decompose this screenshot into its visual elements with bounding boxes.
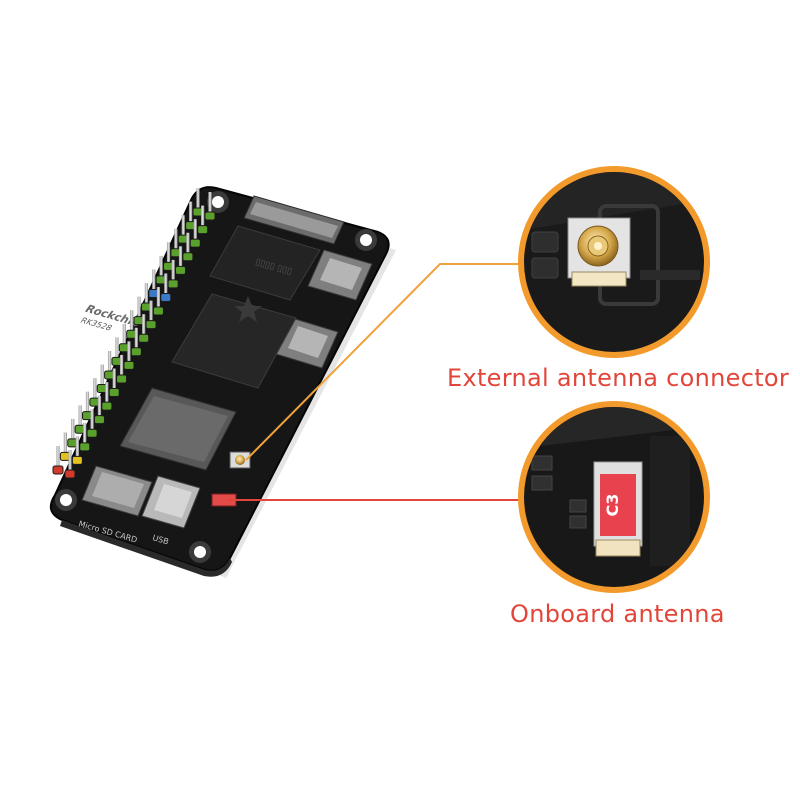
- gpio-pin-base: [138, 333, 150, 343]
- gpio-pin-base: [52, 465, 64, 475]
- gpio-pin: [93, 378, 97, 403]
- gpio-pin: [100, 364, 104, 389]
- gpio-pin: [78, 405, 82, 430]
- csi-connector: [243, 195, 345, 245]
- gpio-pin-base: [189, 238, 201, 248]
- gpio-pin-base: [167, 279, 179, 289]
- gpio-pin-base: [197, 225, 209, 235]
- external-antenna-connector-label: External antenna connector: [447, 364, 790, 392]
- gpio-pin: [75, 436, 79, 461]
- usb-c-port: [275, 249, 373, 369]
- gpio-pin-base: [71, 455, 83, 465]
- onboard-antenna-label: Onboard antenna: [510, 600, 725, 628]
- gpio-pin: [181, 215, 185, 240]
- microsd-slot: [81, 465, 153, 517]
- gpio-pin: [193, 219, 197, 244]
- chip-antenna-icon: [600, 474, 636, 536]
- mounting-hole-icon: [55, 191, 377, 563]
- gpio-pin-base: [152, 306, 164, 316]
- gpio-pin-base: [182, 252, 194, 262]
- gpio-pin: [156, 287, 161, 312]
- gpio-pin: [127, 341, 131, 366]
- gpio-pin: [159, 255, 163, 280]
- usb-port: [141, 475, 201, 529]
- gpio-pin: [71, 418, 75, 443]
- gpio-pin: [83, 422, 87, 447]
- gpio-pin: [196, 188, 200, 212]
- gpio-pin: [56, 446, 60, 470]
- board-ipex-connector: [229, 451, 251, 469]
- gpio-pin: [107, 350, 112, 375]
- gpio-pin: [119, 354, 124, 379]
- gpio-pin: [115, 337, 119, 362]
- gpio-pin-base: [108, 388, 120, 398]
- gpio-pin: [149, 300, 153, 325]
- gpio-pin: [122, 323, 126, 348]
- star-logo-icon: [234, 296, 262, 322]
- gpio-pin: [201, 205, 205, 230]
- ram-chip: ▯▯▯▯ ▯▯▯: [209, 225, 321, 301]
- gpio-pin: [134, 327, 138, 352]
- gpio-pin: [186, 232, 190, 257]
- gpio-pin: [164, 273, 168, 298]
- gpio-pin-base: [175, 265, 187, 275]
- leader-lines: [226, 263, 524, 501]
- callout-external-antenna-magnifier: [518, 166, 710, 358]
- wifi-module: [119, 387, 237, 471]
- gpio-pin: [208, 192, 212, 216]
- gpio-pin: [137, 296, 141, 321]
- gpio-pin: [166, 242, 171, 267]
- silkscreen-usb-label: USB: [151, 533, 169, 546]
- gpio-pin-base: [130, 347, 142, 357]
- callout-onboard-antenna-magnifier: C3: [518, 401, 710, 593]
- gpio-header: [52, 188, 216, 479]
- gpio-pin: [152, 269, 156, 294]
- gpio-pin-base: [204, 211, 216, 221]
- gpio-pin-base: [64, 469, 76, 479]
- gpio-pin: [189, 201, 193, 226]
- gpio-pin-base: [116, 374, 128, 384]
- gpio-pin-base: [86, 428, 98, 438]
- gpio-pin: [63, 432, 67, 457]
- gpio-pin: [105, 382, 109, 407]
- gpio-pin: [90, 409, 94, 434]
- gpio-pin: [144, 283, 149, 308]
- gpio-pin: [178, 246, 183, 271]
- gpio-pin: [68, 450, 72, 474]
- gpio-pin-base: [93, 415, 105, 425]
- gpio-pin: [174, 228, 178, 253]
- gpio-pin: [85, 391, 90, 416]
- gpio-pin-base: [160, 292, 172, 302]
- gpio-pin: [97, 395, 102, 420]
- gpio-pin: [171, 259, 175, 284]
- gpio-pin: [112, 368, 116, 393]
- antenna-marking-text: C3: [603, 494, 622, 517]
- gpio-pin-base: [145, 320, 157, 330]
- gpio-pin: [142, 314, 146, 339]
- pcb: [49, 186, 390, 572]
- sbc-board: ▯▯▯▯ ▯▯▯ Rockchip RK3528: [49, 186, 396, 578]
- gpio-pin: [130, 310, 134, 335]
- gpio-pin-base: [101, 401, 113, 411]
- gpio-pin-base: [79, 442, 91, 452]
- gpio-pin-base: [123, 360, 135, 370]
